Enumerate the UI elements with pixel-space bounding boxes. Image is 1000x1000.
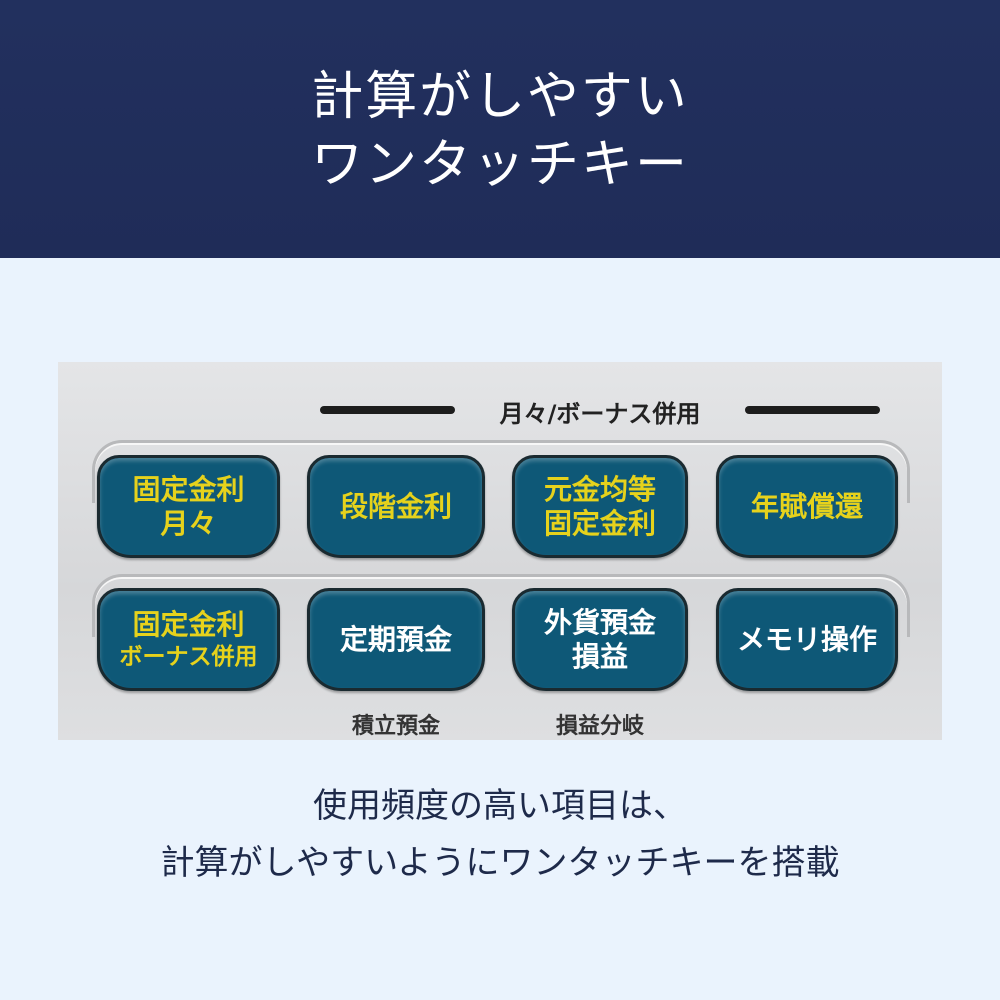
key-label: 元金均等 xyxy=(543,472,656,506)
key-step-rate[interactable]: 段階金利 xyxy=(307,455,485,558)
divider-line xyxy=(745,406,880,414)
title-line-1: 計算がしやすい xyxy=(311,67,689,127)
key-row-bezel xyxy=(92,574,910,637)
key-memory[interactable]: メモリ操作 xyxy=(716,588,898,691)
key-time-deposit[interactable]: 定期預金 xyxy=(307,588,485,691)
divider-line xyxy=(320,406,455,414)
key-fixed-rate-bonus[interactable]: 固定金利ボーナス併用 xyxy=(97,588,280,691)
header-banner: 計算がしやすい ワンタッチキー xyxy=(0,0,1000,258)
key-label: 年賦償還 xyxy=(750,489,863,523)
key-label: 損益 xyxy=(571,639,628,673)
key-label: 外貨預金 xyxy=(543,605,656,639)
key-row-bezel xyxy=(92,440,910,503)
key-label: 固定金利 xyxy=(132,472,245,506)
key-fx-deposit[interactable]: 外貨預金損益 xyxy=(512,588,688,691)
key-label: ボーナス併用 xyxy=(119,643,258,670)
key-label: 固定金利 xyxy=(132,607,245,641)
key-label: 定期預金 xyxy=(339,622,452,656)
key-equal-principal[interactable]: 元金均等固定金利 xyxy=(512,455,688,558)
title-line-2: ワンタッチキー xyxy=(310,135,689,195)
key-label: メモリ操作 xyxy=(736,622,877,656)
key-fixed-rate-monthly[interactable]: 固定金利月々 xyxy=(97,455,280,558)
key-annual-repayment[interactable]: 年賦償還 xyxy=(716,455,898,558)
sub-label-break-even: 損益分岐 xyxy=(555,714,644,739)
caption-line-2: 計算がしやすいようにワンタッチキーを搭載 xyxy=(160,843,840,883)
sub-label-installment-deposit: 積立預金 xyxy=(351,714,440,739)
caption-line-1: 使用頻度の高い項目は、 xyxy=(313,786,687,826)
key-label: 月々 xyxy=(160,506,217,540)
key-label: 固定金利 xyxy=(543,506,656,540)
key-label: 段階金利 xyxy=(339,489,452,523)
group-label: 月々/ボーナス併用 xyxy=(499,400,701,428)
